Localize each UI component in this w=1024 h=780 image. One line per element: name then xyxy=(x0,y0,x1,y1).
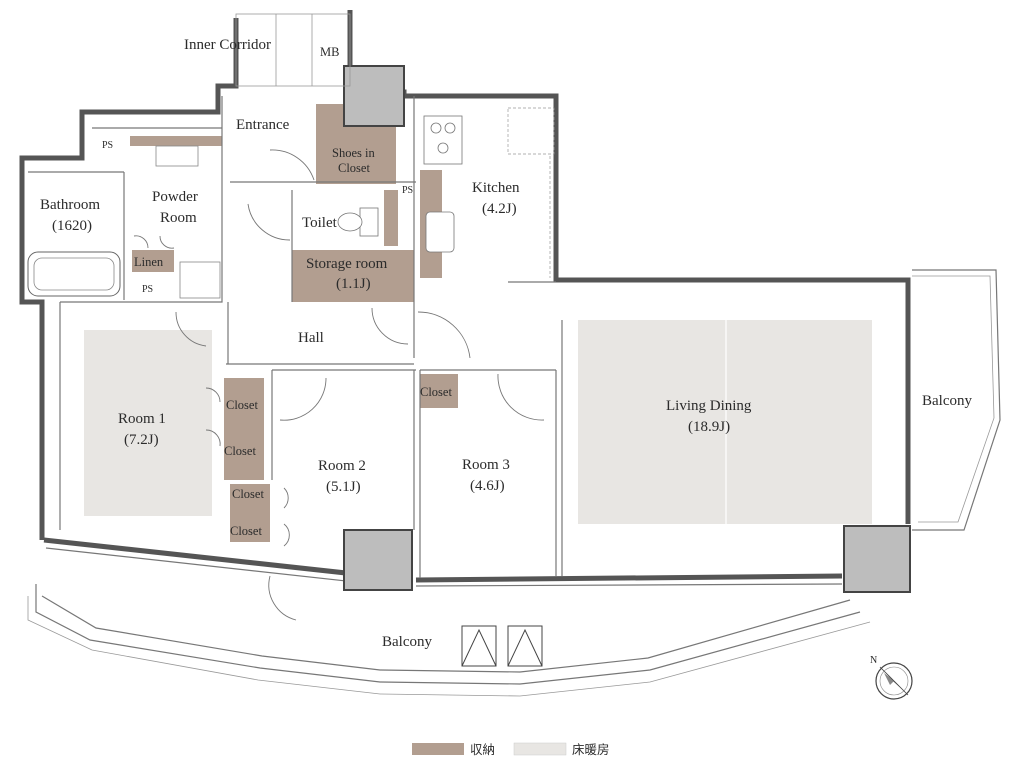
legend: 収納 床暖房 xyxy=(412,742,610,757)
powder-room-label-2: Room xyxy=(160,210,197,226)
living-dining-label-2: (18.9J) xyxy=(688,419,730,435)
balcony-side-label: Balcony xyxy=(922,393,972,409)
storage-room-label-1: Storage room xyxy=(306,256,388,272)
stove-icon xyxy=(423,115,463,165)
entrance-label: Entrance xyxy=(236,117,290,133)
balconies xyxy=(27,269,1001,697)
kitchen-label-2: (4.2J) xyxy=(482,201,517,217)
storage-room-area xyxy=(292,250,414,302)
room1-floor-heating xyxy=(84,330,212,516)
toilet-storage xyxy=(384,190,398,246)
closet-label-room3: Closet xyxy=(420,385,452,399)
mb-label: MB xyxy=(320,45,339,59)
legend-heating-swatch xyxy=(513,742,567,756)
ps-label-kitchen: PS xyxy=(402,185,413,196)
closet-label-2: Closet xyxy=(224,444,256,458)
bathroom-label-1: Bathroom xyxy=(40,197,100,213)
balcony-main-label: Balcony xyxy=(382,634,432,650)
fixtures xyxy=(27,107,555,299)
room3-closet-area xyxy=(420,374,458,408)
floor-heating-areas xyxy=(84,320,872,524)
columns xyxy=(343,65,911,593)
compass-north-label: N xyxy=(870,655,877,666)
kitchen-sink-icon xyxy=(425,211,455,253)
linen-label: Linen xyxy=(134,255,164,269)
living-floor-heating xyxy=(578,320,872,524)
room2-label-2: (5.1J) xyxy=(326,479,361,495)
column-bottom-right xyxy=(843,525,911,593)
bathroom-label-2: (1620) xyxy=(52,218,92,234)
storage-room-label-2: (1.1J) xyxy=(336,276,371,292)
room-labels: Inner Corridor MB PS Entrance Shoes in C… xyxy=(40,37,972,650)
corridor-structure xyxy=(235,13,351,87)
doors xyxy=(133,149,545,621)
hall-label: Hall xyxy=(298,330,324,346)
legend-heating-label: 床暖房 xyxy=(572,742,610,757)
legend-storage-swatch xyxy=(412,743,464,755)
closet-label-1: Closet xyxy=(226,398,258,412)
room1-label-2: (7.2J) xyxy=(124,432,159,448)
powder-room-label-1: Powder xyxy=(152,189,198,205)
column-top xyxy=(343,65,405,127)
room2-closet-area xyxy=(230,484,270,542)
closet-label-4: Closet xyxy=(230,524,262,538)
room1-closet-area xyxy=(224,378,264,480)
column-bottom-left xyxy=(343,529,413,591)
room3-label-2: (4.6J) xyxy=(470,478,505,494)
ps-label-bath: PS xyxy=(142,284,153,295)
toilet-label: Toilet xyxy=(302,215,338,231)
compass-icon: N xyxy=(870,655,913,700)
kitchen-label-1: Kitchen xyxy=(472,180,520,196)
legend-storage-label: 収納 xyxy=(470,743,495,757)
room3-label-1: Room 3 xyxy=(462,457,510,473)
interior-walls xyxy=(28,96,563,578)
shoes-closet-label-1: Shoes in xyxy=(332,146,375,160)
living-dining-label-1: Living Dining xyxy=(666,398,752,414)
inner-corridor-label: Inner Corridor xyxy=(184,37,271,53)
ps-label-top: PS xyxy=(102,140,113,151)
powder-shelf xyxy=(130,136,222,146)
room1-label-1: Room 1 xyxy=(118,411,166,427)
room2-label-1: Room 2 xyxy=(318,458,366,474)
linen-area xyxy=(132,250,174,272)
storage-areas xyxy=(130,104,458,542)
closet-label-3: Closet xyxy=(232,487,264,501)
shoes-closet-label-2: Closet xyxy=(338,161,370,175)
